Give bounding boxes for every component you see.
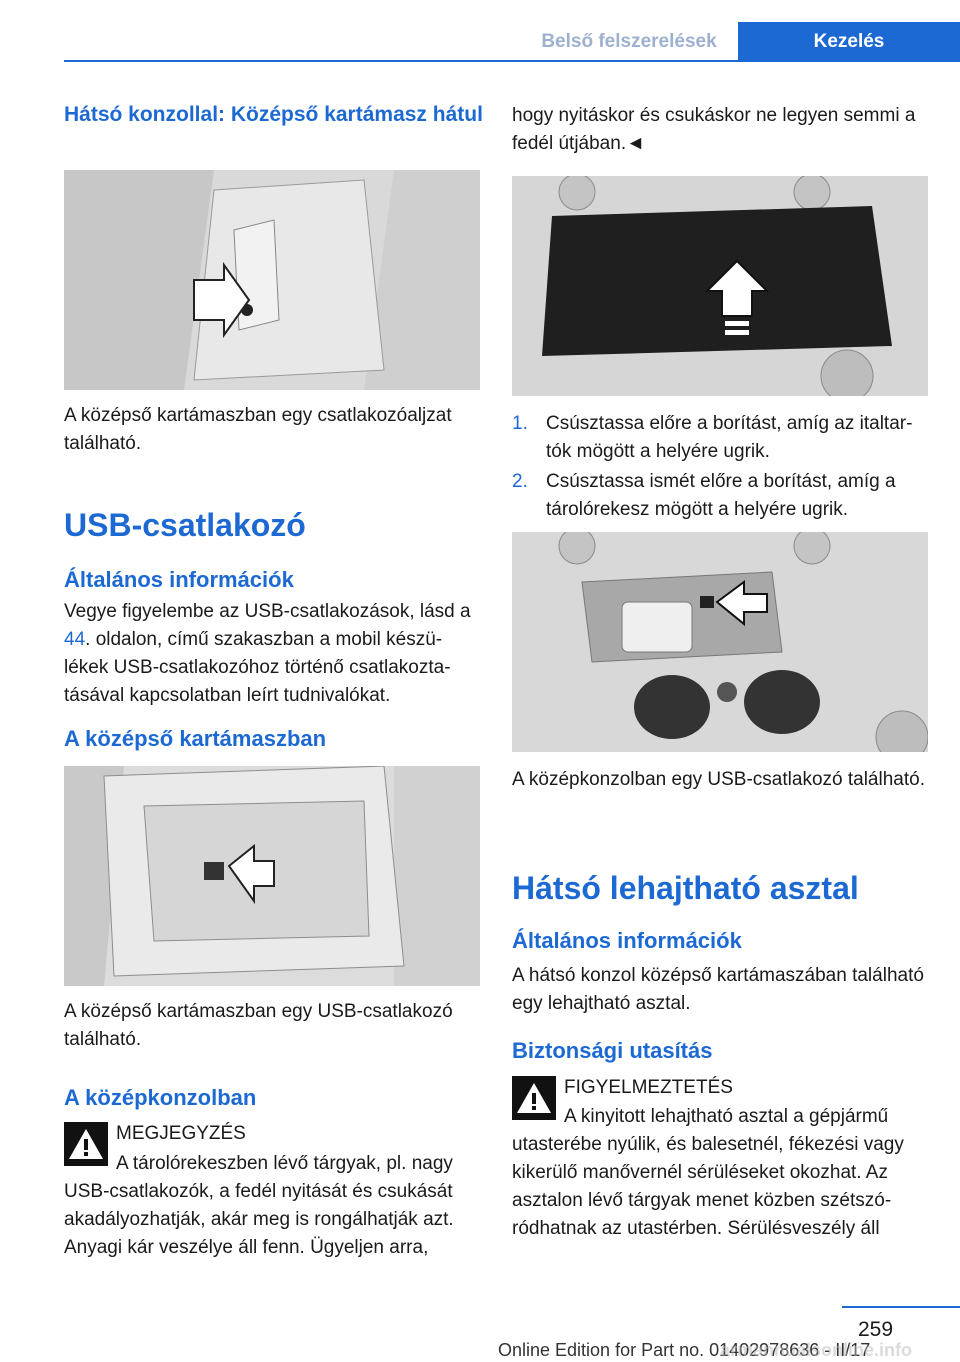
warning-label: FIGYELMEZTETÉS: [564, 1077, 733, 1098]
photo-center-console-usb: [512, 532, 928, 752]
section-tab[interactable]: Belső felszerelések: [520, 22, 738, 62]
notice-warning-icon: [64, 1122, 108, 1171]
step-item: 2. Csúsztassa ismét előre a borítást, am…: [512, 468, 928, 526]
page-link-44[interactable]: 44: [64, 629, 86, 650]
current-tab[interactable]: Kezelés: [738, 22, 960, 62]
warning-icon: [512, 1076, 556, 1125]
paragraph-general: Vegye figyelembe az USB-csatlakozások, l…: [64, 598, 480, 710]
paragraph-armrest: A középső kartámaszban egy USB-csatlakoz…: [64, 1001, 453, 1050]
watermark-text: armannualsonline.info: [720, 1340, 913, 1360]
edition-text: Online Edition for Part no. 01402978636 …: [498, 1340, 871, 1360]
heading-rear-console: Hátsó konzollal: Középső kartámasz hátul: [64, 103, 483, 126]
warning-text-block: A kinyitott lehajtható asztal a gépjármű…: [512, 1106, 904, 1239]
heading-general-left: Általános információk: [64, 567, 294, 592]
footer-rule: [842, 1306, 960, 1308]
paragraph-table: A hátsó konzol középső kartámaszában tal…: [512, 965, 924, 1014]
photo-armrest-usb: [64, 766, 480, 986]
step-number: 1.: [512, 413, 528, 434]
step-text: Csúsztassa előre a borítást, amíg az ita…: [546, 413, 913, 462]
photo-rear-armrest: [64, 170, 480, 390]
general-text-2: . oldalon, című szakaszban a mobil készü…: [64, 629, 451, 706]
heading-table: Hátsó lehajtható asztal: [512, 870, 859, 906]
heading-usb: USB-csatlakozó: [64, 507, 306, 543]
header-rule: [64, 60, 960, 62]
heading-safety: Biztonsági utasítás: [512, 1038, 713, 1063]
page-number: 259: [858, 1318, 894, 1341]
heading-general-right: Általános információk: [512, 928, 742, 953]
heading-armrest: A középső kartámaszban: [64, 726, 327, 751]
photo-console-cover: [512, 176, 928, 396]
step-item: 1. Csúsztassa előre a borítást, amíg az …: [512, 410, 928, 468]
general-text-1: Vegye figyelembe az USB-csatlakozások, l…: [64, 601, 471, 622]
step-number: 2.: [512, 471, 528, 492]
notice-text-block: A tárolórekeszben lévő tárgyak, pl. nagy…: [64, 1153, 454, 1258]
paragraph-continue: hogy nyitáskor és csukáskor ne legyen se…: [512, 105, 916, 154]
notice-label: MEGJEGYZÉS: [116, 1123, 246, 1144]
heading-center-console: A középkonzolban: [64, 1085, 257, 1110]
step-text: Csúsztassa ismét előre a borítást, amíg …: [546, 471, 896, 520]
steps-list: 1. Csúsztassa előre a borítást, amíg az …: [512, 410, 928, 526]
paragraph-center-usb: A középkonzolban egy USB-csatlakozó talá…: [512, 769, 925, 790]
paragraph-rear-console: A középső kartámaszban egy csatlakozóalj…: [64, 405, 452, 454]
